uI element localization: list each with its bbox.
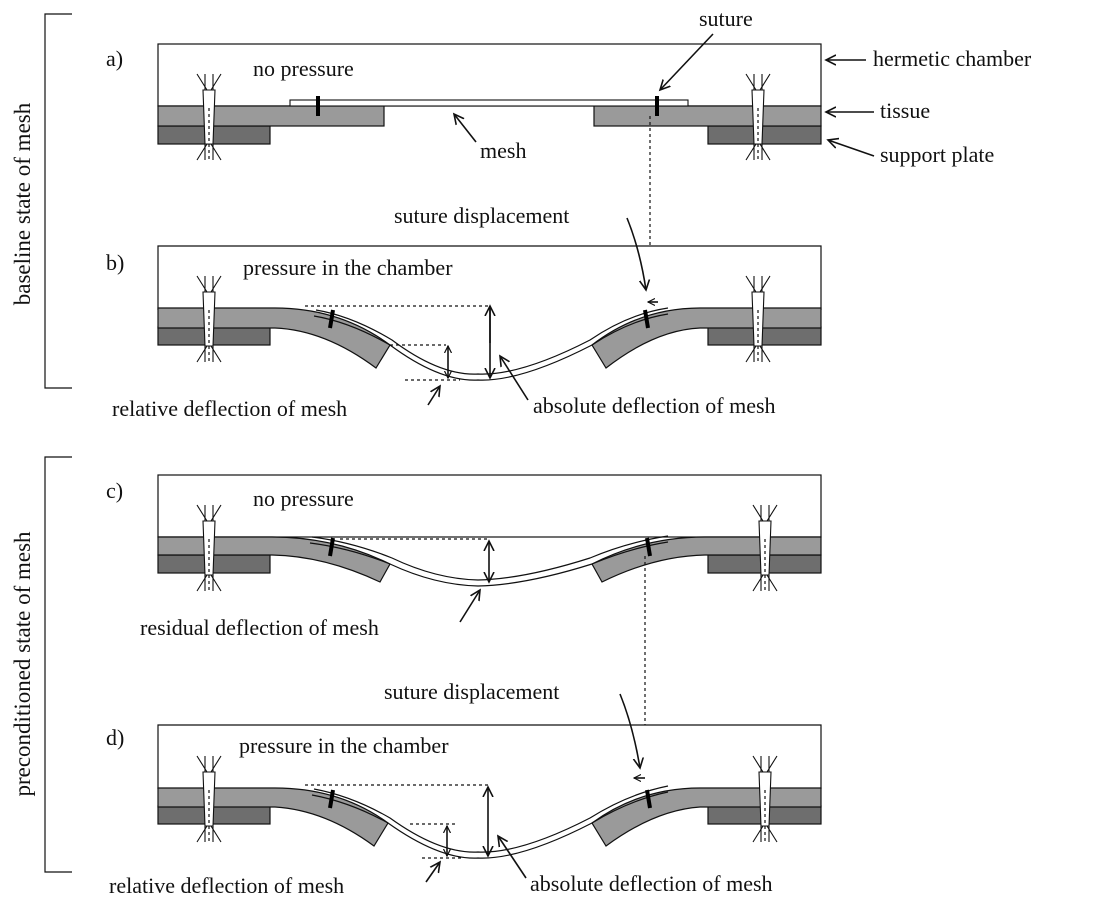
- suture-displacement-label-d: suture displacement: [384, 679, 559, 704]
- absolute-deflection-label-d: absolute deflection of mesh: [530, 871, 773, 896]
- absolute-deflection-pointer-d: [498, 836, 527, 879]
- relative-deflection-label-b: relative deflection of mesh: [112, 396, 347, 421]
- condition-label-d: pressure in the chamber: [239, 733, 449, 758]
- relative-deflection-pointer-d: [425, 862, 440, 883]
- mesh-b: [313, 313, 669, 381]
- panel-letter-d: d): [106, 725, 124, 750]
- tissue-label: tissue: [880, 98, 930, 123]
- condition-label-a: no pressure: [253, 56, 354, 81]
- suture-right-c: [645, 537, 652, 557]
- support-plate-label: support plate: [880, 142, 994, 167]
- hermetic-chamber-b: [157, 245, 822, 310]
- suture-displacement-label-b: suture displacement: [394, 203, 569, 228]
- preconditioned-bracket: preconditioned state of mesh: [10, 456, 72, 873]
- residual-deflection-label-c: residual deflection of mesh: [140, 615, 379, 640]
- mesh-label: mesh: [480, 138, 526, 163]
- hermetic-chamber-label: hermetic chamber: [873, 46, 1032, 71]
- hermetic-chamber-d: [157, 724, 822, 789]
- mesh-arrow: [454, 114, 477, 143]
- condition-label-c: no pressure: [253, 486, 354, 511]
- suture-arrow: [660, 33, 714, 90]
- suture-right-b: [643, 309, 650, 329]
- preconditioned-state-label: preconditioned state of mesh: [10, 531, 35, 797]
- tissue-left-a: [157, 105, 385, 127]
- panel-letter-c: c): [106, 478, 123, 503]
- suture-label: suture: [699, 6, 753, 31]
- panel-letter-a: a): [106, 46, 123, 71]
- panel-c: c) no pressure residual deflection of me…: [106, 474, 822, 778]
- absolute-deflection-pointer-b: [500, 356, 529, 401]
- suture-left-d: [328, 789, 335, 809]
- baseline-bracket: baseline state of mesh: [10, 13, 72, 389]
- panel-b: b) pressure in the chamber suture displa…: [106, 203, 822, 421]
- relative-deflection-pointer-b: [427, 386, 440, 406]
- mesh-c: [309, 541, 669, 587]
- suture-right-d: [645, 789, 652, 809]
- condition-label-b: pressure in the chamber: [243, 255, 453, 280]
- support-plate-arrow: [828, 140, 875, 157]
- panel-d: d) pressure in the chamber suture displa…: [106, 679, 822, 898]
- mesh-a: [289, 99, 689, 107]
- tissue-right-b: [591, 307, 822, 369]
- suture-left-c: [328, 537, 335, 557]
- hermetic-chamber-c: [157, 474, 822, 538]
- relative-deflection-label-d: relative deflection of mesh: [109, 873, 344, 898]
- tissue-right-a: [593, 105, 822, 127]
- baseline-state-label: baseline state of mesh: [10, 102, 35, 305]
- support-plate-right-b: [707, 326, 822, 346]
- suture-left-b: [328, 309, 335, 329]
- suture-displacement-arrow-b: [626, 217, 646, 290]
- absolute-deflection-label-b: absolute deflection of mesh: [533, 393, 776, 418]
- support-plate-right-a: [707, 125, 822, 145]
- residual-deflection-pointer-c: [459, 590, 480, 623]
- panel-a: a) no pressure suture hermetic chamber t…: [106, 6, 1032, 302]
- suture-displacement-arrow-d: [619, 693, 640, 768]
- panel-letter-b: b): [106, 250, 124, 275]
- hermetic-chamber-a: [157, 43, 822, 107]
- mesh-d: [311, 791, 669, 859]
